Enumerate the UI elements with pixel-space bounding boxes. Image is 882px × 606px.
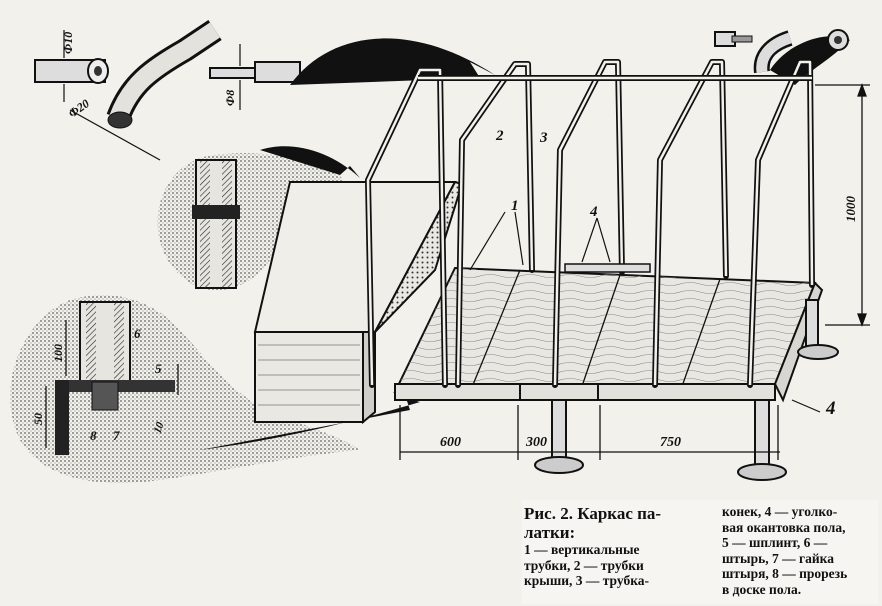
roof-tubes-inner (366, 60, 814, 386)
tube-cross-section-detail (34, 30, 161, 161)
caption-left-line-3: крыши, 3 — трубка- (524, 573, 650, 588)
arrow-to-joint (260, 146, 360, 178)
bent-tube-detail (106, 20, 222, 129)
caption-right-line-1: конек, 4 — уголко- (722, 504, 838, 519)
dim-tube-inner: Ф10 (61, 32, 75, 54)
label-part-3: 3 (539, 130, 548, 146)
dim-detail-50: 50 (31, 413, 45, 425)
corner-fitting-parts (714, 29, 849, 74)
caption-left-column: Рис. 2. Каркас па- латки: 1 — вертикальн… (524, 504, 700, 589)
caption-right-line-2: вая окантовка пола, (722, 519, 846, 535)
dim-detail-10: 10 (152, 420, 167, 435)
bench-box (253, 180, 464, 425)
caption-right-line-6: в доске пола. (722, 581, 802, 597)
caption-right-line-5: штыря, 8 — прорезь (722, 566, 848, 581)
angle-edging-bar (564, 263, 651, 273)
caption-title-line-1: Рис. 2. Каркас па- (524, 504, 662, 523)
caption-title-line-2: латки: (524, 523, 576, 542)
label-part-2: 2 (495, 128, 504, 144)
caption-left-line-2: трубки, 2 — трубки (524, 557, 644, 573)
label-part-5: 5 (155, 361, 162, 376)
label-part-4-corner: 4 (825, 398, 836, 419)
dim-pin-diameter: Ф8 (223, 90, 237, 106)
tent-legs (534, 299, 839, 481)
length-dimensions (399, 405, 780, 460)
dim-detail-100: 100 (51, 344, 65, 362)
floor-platform (393, 266, 824, 403)
label-part-8: 8 (90, 428, 97, 443)
dim-height: 1000 (843, 196, 858, 223)
dim-length-600: 600 (440, 435, 461, 450)
pin-detail-circle (10, 295, 360, 484)
caption-left-line-1: 1 — вертикальные (524, 542, 640, 557)
dim-length-300: 300 (525, 435, 547, 450)
label-part-4-top: 4 (589, 204, 598, 220)
caption-right-column: конек, 4 — уголко- вая окантовка пола, 5… (722, 504, 876, 597)
caption-right-line-3: 5 — шплинт, 6 — (722, 535, 828, 550)
leader-lines (469, 211, 821, 413)
arrow-to-ridge (290, 38, 495, 85)
dim-tube-outer: Ф20 (66, 96, 92, 120)
label-part-6: 6 (134, 326, 141, 341)
caption-right-line-4: штырь, 7 — гайка (722, 550, 834, 566)
label-part-1: 1 (511, 198, 519, 214)
label-part-7: 7 (113, 428, 120, 443)
pin-tube-detail (209, 44, 301, 110)
dim-length-750: 750 (660, 435, 681, 450)
height-dimension (815, 83, 870, 327)
figure-caption: Рис. 2. Каркас па- латки: 1 — вертикальн… (522, 500, 878, 604)
